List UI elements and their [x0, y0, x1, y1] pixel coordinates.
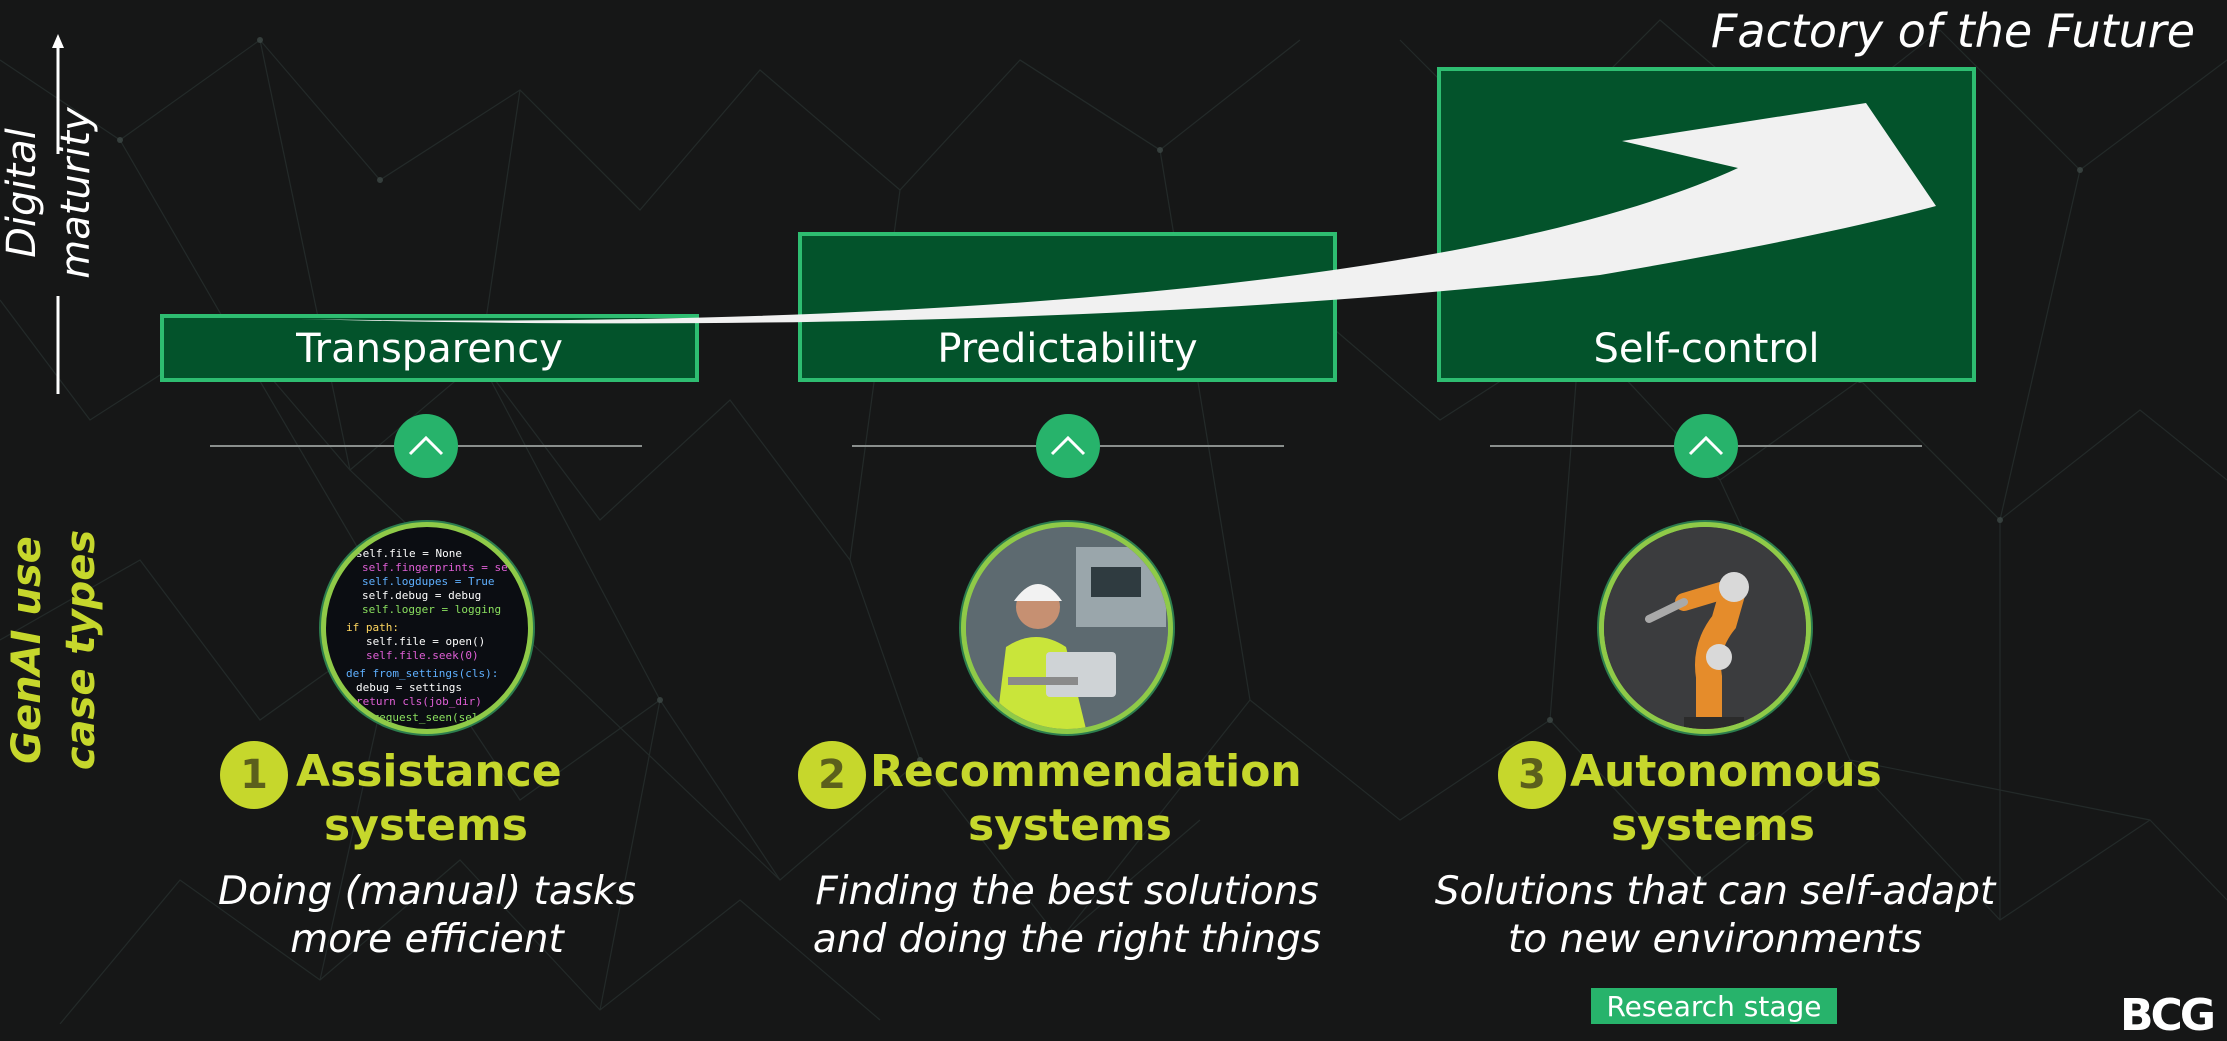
stage-label: Transparency: [296, 326, 563, 372]
svg-text:self.fingerprints = set(): self.fingerprints = set(): [362, 561, 528, 574]
engineer-with-laptop-photo: [961, 522, 1173, 734]
use-case-number-badge: 2: [798, 741, 866, 809]
use-case-title-line2: systems: [968, 800, 1172, 851]
genai-use-case-types-label: GenAI use case types: [4, 529, 104, 771]
use-case-title-line2: systems: [1611, 800, 1815, 851]
use-case-title-line1: Autonomous: [1570, 746, 1882, 797]
use-case-description-line2: and doing the right things: [812, 917, 1322, 962]
stage-box-transparency: Transparency: [160, 314, 699, 382]
robot-arm-photo: [1599, 522, 1811, 734]
use-case-description-line1: Solutions that can self-adapt: [1434, 869, 1996, 914]
svg-text:debug = settings: debug = settings: [356, 681, 462, 694]
svg-text:return cls(job_dir): return cls(job_dir): [356, 695, 482, 708]
chevron-up-icon: [1688, 435, 1724, 456]
svg-text:self.logger = logging: self.logger = logging: [362, 603, 501, 616]
use-case-description-line2: more efficient: [290, 917, 564, 962]
svg-text:self.file = open(): self.file = open(): [366, 635, 485, 648]
stage-box-self-control: Self-control: [1437, 67, 1976, 382]
svg-text:self.file.seek(0): self.file.seek(0): [366, 649, 479, 662]
chevron-up-icon: [408, 435, 444, 456]
use-case-number-badge: 3: [1498, 741, 1566, 809]
page-title: Factory of the Future: [1710, 4, 2195, 58]
code-screen-photo: self.file = None self.fingerprints = set…: [321, 522, 533, 734]
bcg-logo: BCG: [2120, 990, 2216, 1041]
use-case-description-line1: Doing (manual) tasks: [218, 869, 636, 914]
svg-text:def from_settings(cls):: def from_settings(cls):: [346, 667, 498, 680]
svg-text:self.debug = debug: self.debug = debug: [362, 589, 481, 602]
stage-label: Predictability: [937, 326, 1198, 372]
use-case-description-line2: to new environments: [1507, 917, 1923, 962]
stage-label: Self-control: [1593, 326, 1820, 372]
research-stage-badge: Research stage: [1591, 988, 1837, 1024]
svg-text:if path:: if path:: [346, 621, 399, 634]
use-case-number-badge: 1: [220, 741, 288, 809]
maturity-growth-arrow: [300, 103, 1936, 324]
chevron-button-1[interactable]: [394, 414, 458, 478]
chevron-button-2[interactable]: [1036, 414, 1100, 478]
svg-text:self.file = None: self.file = None: [356, 547, 462, 560]
svg-text:self.logdupes = True: self.logdupes = True: [362, 575, 494, 588]
use-case-title-line1: Recommendation: [870, 746, 1302, 797]
use-case-description-line1: Finding the best solutions: [815, 869, 1319, 914]
use-case-title-line2: systems: [324, 800, 528, 851]
use-case-title-line1: Assistance: [296, 746, 562, 797]
arrow-up-icon: [52, 34, 64, 394]
chevron-up-icon: [1050, 435, 1086, 456]
chevron-button-3[interactable]: [1674, 414, 1738, 478]
